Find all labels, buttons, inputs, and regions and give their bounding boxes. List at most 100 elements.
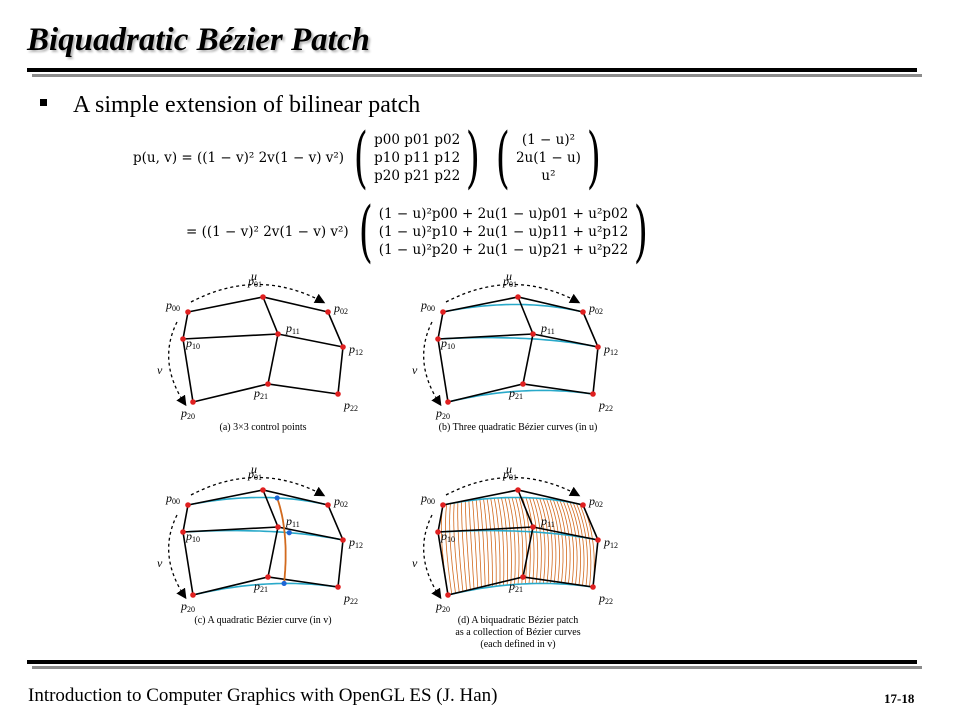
expanded-row: (1 − u)²p20 + 2u(1 − u)p21 + u²p22 <box>378 242 629 258</box>
u-basis-entry: u² <box>541 168 556 184</box>
control-point <box>190 399 196 405</box>
u-axis-label: u <box>506 269 512 283</box>
label-subscript: 10 <box>192 342 200 351</box>
label-subscript: 21 <box>515 585 523 594</box>
control-point-label: p00 <box>165 491 180 506</box>
v-axis-label: v <box>412 363 418 377</box>
v-curve-line <box>464 501 471 591</box>
v-curve-line <box>483 498 490 588</box>
control-point-label: p02 <box>333 494 348 509</box>
control-point <box>595 537 601 543</box>
control-point <box>185 309 191 315</box>
v-curve-line <box>529 497 539 584</box>
control-point-label: p11 <box>285 514 300 529</box>
control-point-label: p11 <box>285 321 300 336</box>
figure-caption: (c) A quadratic Bézier curve (in v) <box>194 615 331 626</box>
label-subscript: 01 <box>509 473 517 482</box>
control-point <box>440 309 446 315</box>
v-curve-line <box>515 497 524 585</box>
control-net-row <box>187 296 329 313</box>
label-subscript: 20 <box>442 412 450 421</box>
control-point <box>445 592 451 598</box>
u-direction-arrow <box>190 283 326 304</box>
v-direction-arrow <box>423 321 442 407</box>
control-point <box>515 294 521 300</box>
control-point <box>275 524 281 530</box>
label-subscript: 22 <box>605 597 613 606</box>
control-point <box>340 344 346 350</box>
control-point-label: p20 <box>435 406 450 421</box>
label-subscript: 22 <box>605 404 613 413</box>
control-point <box>445 399 451 405</box>
v-curve-line <box>579 504 592 587</box>
control-net-row <box>437 333 599 348</box>
label-subscript: 01 <box>254 280 262 289</box>
footer-rule <box>27 660 917 664</box>
label-subscript: 02 <box>340 500 348 509</box>
v-curve-line <box>569 502 581 586</box>
control-point-label: p11 <box>540 514 555 529</box>
label-subscript: 12 <box>355 541 363 550</box>
control-point-label: p12 <box>348 342 363 357</box>
control-point-label: p20 <box>180 406 195 421</box>
label-subscript: 01 <box>509 280 517 289</box>
control-point <box>530 524 536 530</box>
label-subscript: 21 <box>515 392 523 401</box>
label-subscript: 00 <box>172 497 180 506</box>
title-rule <box>27 68 917 72</box>
control-point <box>580 309 586 315</box>
control-point-label: p21 <box>253 579 268 594</box>
v-curve-line <box>490 498 497 587</box>
curve-sample-point <box>274 495 280 501</box>
control-point-label: p22 <box>343 591 358 606</box>
control-point <box>185 502 191 508</box>
u-direction-arrow <box>190 476 326 497</box>
v-direction-arrow <box>423 514 442 600</box>
u-basis-entry: (1 − u)² <box>521 132 576 148</box>
u-direction-arrow <box>445 476 581 497</box>
equation-equals: = <box>186 224 198 240</box>
v-curve-line <box>479 499 486 588</box>
control-net-column <box>327 311 344 395</box>
control-point <box>580 502 586 508</box>
v-direction-arrow <box>168 321 187 407</box>
label-subscript: 01 <box>254 473 262 482</box>
control-point <box>520 574 526 580</box>
label-subscript: 11 <box>547 520 555 529</box>
control-matrix-row: p20 p21 p22 <box>374 168 461 184</box>
control-point-label: p00 <box>420 298 435 313</box>
control-net-column <box>182 504 194 596</box>
label-subscript: 10 <box>447 342 455 351</box>
v-curve-line <box>559 500 571 585</box>
control-net-column <box>182 311 194 403</box>
control-net-row <box>182 526 344 541</box>
v-curve-line <box>457 502 464 592</box>
curve-sample-point <box>281 580 287 587</box>
label-subscript: 00 <box>427 304 435 313</box>
v-curve-line <box>518 497 527 584</box>
label-subscript: 21 <box>260 392 268 401</box>
control-point <box>435 336 441 342</box>
equation-line-1: p(u, v) = ((1 − v)² 2v(1 − v) v²) ( p00 … <box>133 119 601 196</box>
figure-caption: (b) Three quadratic Bézier curves (in u) <box>439 422 598 433</box>
expanded-row: (1 − u)²p00 + 2u(1 − u)p01 + u²p02 <box>378 206 629 222</box>
v-axis-label: v <box>157 363 163 377</box>
control-point <box>515 487 521 493</box>
control-net-row <box>182 333 344 348</box>
v-curve-line <box>511 497 520 585</box>
v-curve-line <box>552 499 564 584</box>
v-curve-line <box>504 497 512 585</box>
control-point-label: p11 <box>540 321 555 336</box>
control-point <box>435 529 441 535</box>
u-basis-vector: (1 − u)² 2u(1 − u) u² <box>516 131 581 185</box>
control-net-column <box>262 296 279 385</box>
label-subscript: 11 <box>292 327 300 336</box>
control-point <box>325 502 331 508</box>
label-subscript: 20 <box>187 605 195 614</box>
bullet-text: A simple extension of bilinear patch <box>73 92 421 118</box>
v-curve-line <box>549 499 560 584</box>
control-point-label: p12 <box>603 535 618 550</box>
v-curve-line <box>508 497 516 585</box>
